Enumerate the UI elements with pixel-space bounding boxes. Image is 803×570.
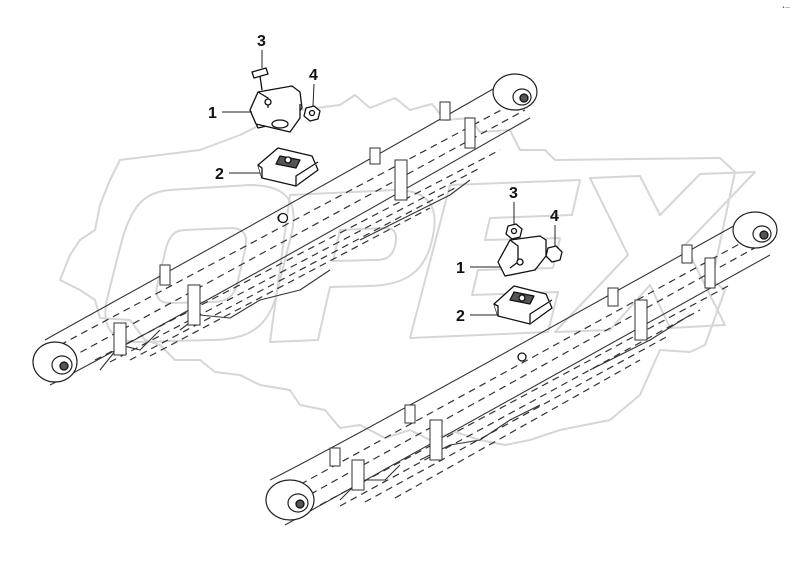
callout-lower-1: 1 [456,260,500,277]
watermark-letter-o [104,184,295,343]
upper-spring-clamp [464,117,476,149]
svg-text:3: 3 [257,33,266,50]
svg-text:1: 1 [456,260,465,277]
lower-bracket-1 [497,235,547,277]
upper-spring-clamp [159,264,171,286]
upper-spring-clamp [439,101,451,121]
callout-lower-4: 4 [550,208,559,246]
upper-bolt-3 [251,67,269,91]
svg-text:2: 2 [456,308,465,325]
lower-spring-clamp [634,299,648,341]
lower-leaf-spring [265,211,778,526]
svg-text:4: 4 [309,67,318,84]
svg-text:3: 3 [509,185,518,202]
lower-spring-clamp [329,447,341,467]
callout-lower-2: 2 [456,308,497,325]
svg-text:2: 2 [215,166,224,183]
lower-spring-clamp [404,404,416,424]
svg-text:4: 4 [550,208,559,225]
upper-spring-clamp [394,159,408,201]
lower-spring-clamp [704,257,716,289]
callout-lower-3: 3 [509,185,518,224]
watermark-gear-outline [59,94,736,446]
upper-nut-4 [303,105,321,122]
upper-pad-2 [257,147,319,187]
svg-text:1: 1 [208,105,217,122]
upper-bracket-1 [249,85,303,133]
corner-mark: •— [782,5,790,11]
callout-upper-4: 4 [309,67,318,107]
lower-nut-3 [505,223,523,240]
callout-upper-2: 2 [215,166,260,183]
watermark-letter-x [554,171,756,333]
watermark-logo [59,94,756,446]
upper-spring-clamp [113,322,127,356]
lower-spring-clamp [429,419,443,461]
lower-center-nut [517,352,527,362]
callout-upper-1: 1 [208,105,252,122]
watermark-letter-p [269,189,436,343]
lower-pad-2 [493,285,553,325]
upper-spring-clamp [369,147,381,165]
upper-lower-nut [277,212,289,224]
upper-leaf-spring [32,73,538,386]
upper-spring-clamp [187,284,201,326]
lower-spring-clamp [607,287,619,307]
watermark-letter-e [409,179,581,339]
lower-spring-clamp [681,244,693,264]
callout-upper-3: 3 [257,33,266,68]
lower-spring-clamp [351,459,365,491]
